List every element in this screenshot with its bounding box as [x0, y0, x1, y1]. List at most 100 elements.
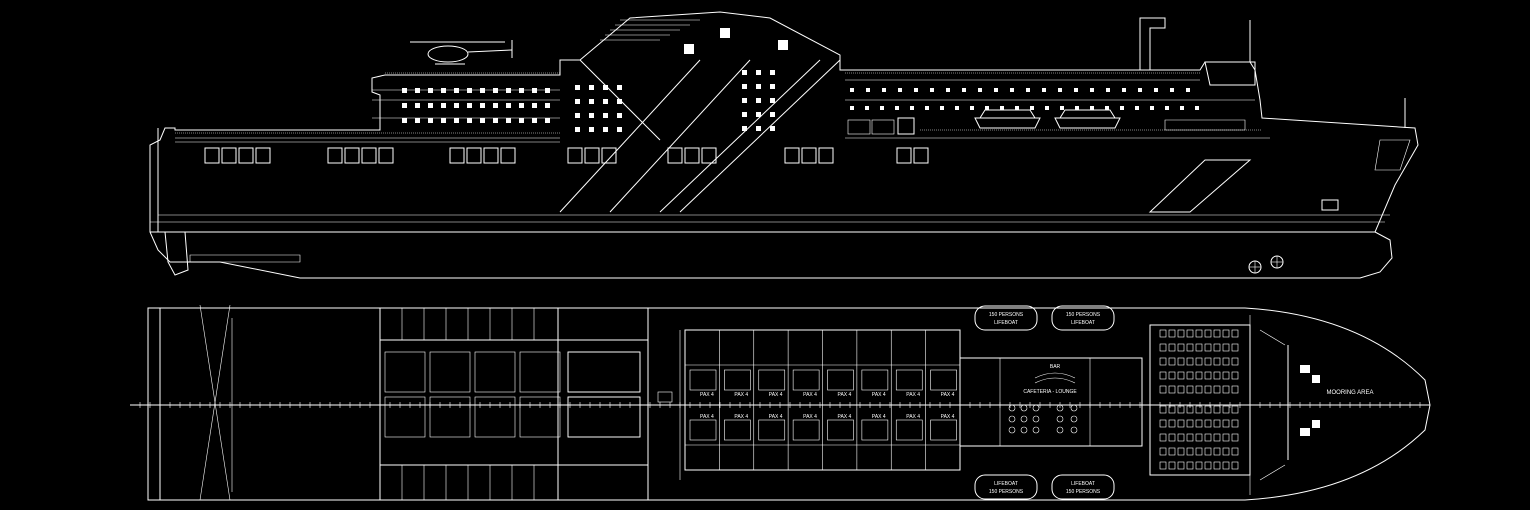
seat: [1213, 447, 1221, 456]
porthole: [742, 112, 747, 117]
porthole: [850, 106, 854, 110]
seat: [1195, 371, 1203, 380]
seat: [1186, 447, 1194, 456]
cabin-bed: [689, 419, 717, 441]
window: [701, 147, 717, 164]
porthole: [770, 98, 775, 103]
seat: [1168, 329, 1176, 338]
porthole: [415, 88, 420, 93]
porthole: [742, 70, 747, 75]
porthole: [1075, 106, 1079, 110]
cabin-bed: [792, 369, 820, 391]
porthole: [882, 88, 886, 92]
porthole: [575, 85, 580, 90]
porthole: [742, 84, 747, 89]
porthole: [756, 98, 761, 103]
seat: [1195, 419, 1203, 428]
porthole: [454, 88, 459, 93]
porthole: [480, 103, 485, 108]
cafeteria-label: CAFETERIA - LOUNGE: [1023, 389, 1077, 395]
porthole: [402, 103, 407, 108]
window: [466, 147, 482, 164]
cabin-bed: [758, 369, 786, 391]
porthole: [720, 28, 730, 38]
window: [684, 147, 700, 164]
profile-view: [149, 11, 1419, 279]
porthole: [454, 103, 459, 108]
window: [221, 147, 237, 164]
seat: [1231, 461, 1239, 470]
porthole: [880, 106, 884, 110]
porthole: [519, 103, 524, 108]
pax-label: PAX 4: [838, 414, 852, 420]
porthole: [493, 118, 498, 123]
cabin: [519, 351, 561, 393]
pax-label: PAX 4: [769, 414, 783, 420]
porthole: [1150, 106, 1154, 110]
cabin: [519, 396, 561, 438]
porthole: [617, 85, 622, 90]
seat: [1186, 385, 1194, 394]
porthole: [603, 113, 608, 118]
seat: [1222, 461, 1230, 470]
cabin-bed: [758, 419, 786, 441]
pax-label: PAX 4: [906, 414, 920, 420]
cabin: [384, 351, 426, 393]
lifeboat-plan-top: [974, 305, 1115, 331]
lifeboat-label-bottom-left-1: LIFEBOAT: [994, 481, 1018, 487]
porthole: [946, 88, 950, 92]
seat: [1204, 433, 1212, 442]
seat: [1159, 357, 1167, 366]
cabin: [384, 396, 426, 438]
seat: [1168, 419, 1176, 428]
pax-label: PAX 4: [734, 414, 748, 420]
porthole: [1042, 88, 1046, 92]
porthole: [1180, 106, 1184, 110]
seat: [1159, 461, 1167, 470]
seat: [1195, 385, 1203, 394]
seat: [1159, 329, 1167, 338]
porthole: [985, 106, 989, 110]
porthole: [480, 118, 485, 123]
window: [361, 147, 377, 164]
pax-label: PAX 4: [941, 392, 955, 398]
seat: [1159, 433, 1167, 442]
porthole: [930, 88, 934, 92]
seat: [1168, 405, 1176, 414]
pax-label: PAX 4: [803, 392, 817, 398]
porthole: [493, 88, 498, 93]
lifeboat-label-top-left-1: 150 PERSONS: [989, 312, 1024, 318]
porthole: [428, 103, 433, 108]
porthole: [866, 88, 870, 92]
window: [667, 147, 683, 164]
porthole: [617, 127, 622, 132]
pax-label: PAX 4: [906, 392, 920, 398]
pax-label: PAX 4: [769, 392, 783, 398]
cabin: [567, 351, 641, 393]
seat: [1159, 385, 1167, 394]
seat: [1168, 343, 1176, 352]
table: [1020, 415, 1028, 423]
seat: [1177, 405, 1185, 414]
cabin: [567, 396, 641, 438]
seat: [1186, 329, 1194, 338]
porthole: [532, 118, 537, 123]
lifeboat-label-bottom-right-1: LIFEBOAT: [1071, 481, 1095, 487]
porthole: [1074, 88, 1078, 92]
seat: [1231, 357, 1239, 366]
seat: [1204, 385, 1212, 394]
window: [449, 147, 465, 164]
porthole: [756, 126, 761, 131]
table: [1032, 404, 1040, 412]
porthole: [467, 103, 472, 108]
cabin-bed: [930, 369, 957, 391]
seat: [1222, 343, 1230, 352]
porthole: [428, 88, 433, 93]
porthole: [454, 118, 459, 123]
seat: [1186, 343, 1194, 352]
lounge-seats: [1159, 329, 1239, 470]
seat: [1195, 447, 1203, 456]
porthole: [1106, 88, 1110, 92]
porthole: [1165, 106, 1169, 110]
